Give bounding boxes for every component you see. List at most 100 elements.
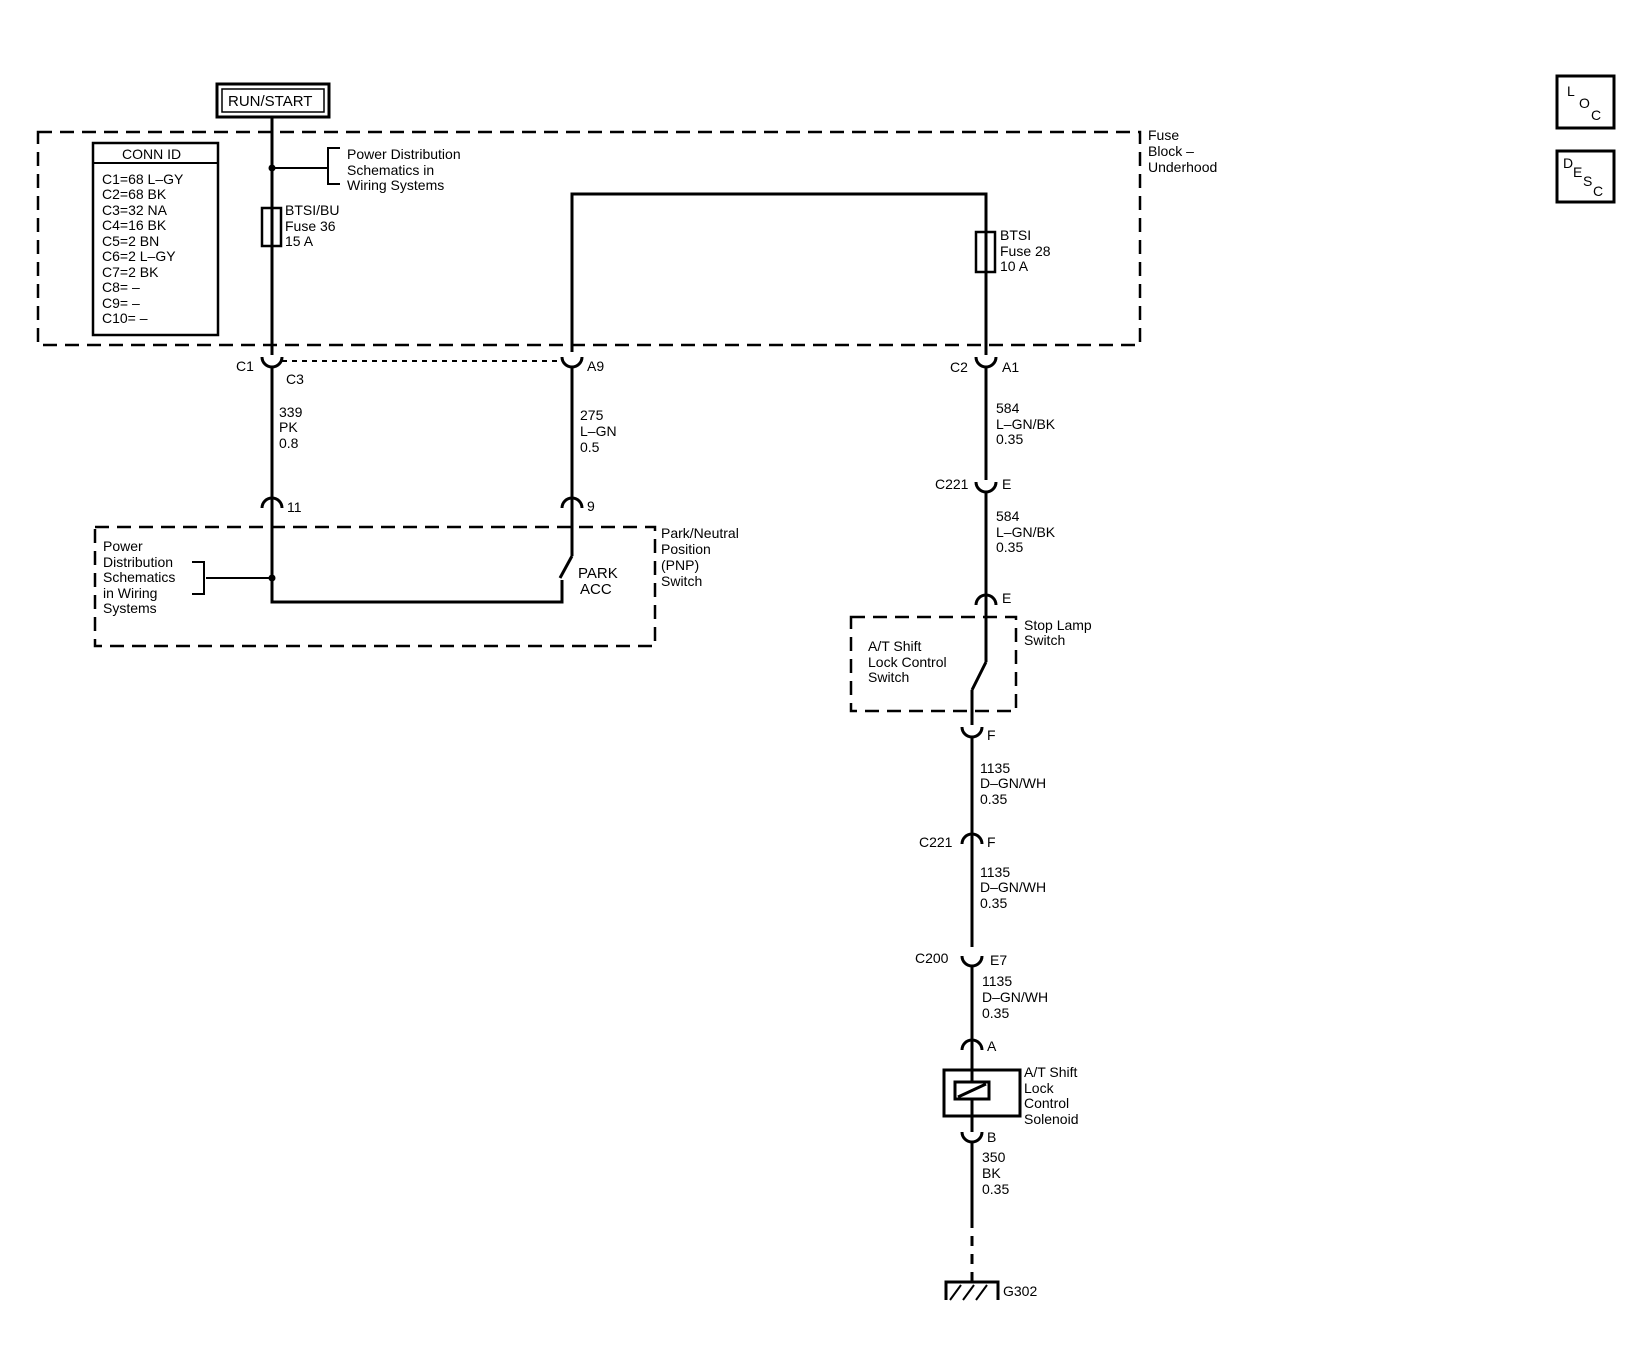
stop-lamp-switch-contact [970,661,988,725]
svg-text:Lock Control: Lock Control [868,654,947,670]
connector-c2-a1: C2 A1 [950,356,1019,480]
svg-text:D: D [1563,155,1573,171]
svg-text:L–GN: L–GN [580,423,617,439]
svg-text:0.35: 0.35 [996,431,1023,447]
conn-id-row: C10= – [102,310,148,326]
circuit-fuse36: Power Distribution Schematics in Wiring … [260,117,461,355]
svg-text:PK: PK [279,419,298,435]
svg-text:Schematics in: Schematics in [347,162,434,178]
wire-1135a-label: 1135 D–GN/WH 0.35 [980,760,1046,807]
svg-text:A/T Shift: A/T Shift [868,638,922,654]
wire-1135b-label: 1135 D–GN/WH 0.35 [980,864,1046,911]
svg-text:Lock: Lock [1024,1080,1055,1096]
wire-584b-label: 584 L–GN/BK 0.35 [996,508,1056,555]
svg-text:E: E [1573,164,1582,180]
svg-text:E: E [1002,590,1011,606]
svg-text:C3: C3 [286,371,304,387]
svg-text:Switch: Switch [868,669,909,685]
conn-id-row: C6=2 L–GY [102,248,176,264]
svg-text:S: S [1583,173,1592,189]
conn-id-row: C9= – [102,295,140,311]
svg-text:0.35: 0.35 [982,1005,1009,1021]
pnp-switch-contact: PARK ACC [192,555,618,604]
fuse-block-label: Fuse Block – Underhood [1148,127,1217,175]
svg-text:E7: E7 [990,952,1007,968]
svg-text:Park/Neutral: Park/Neutral [661,525,739,541]
svg-text:C: C [1591,107,1601,123]
svg-text:D–GN/WH: D–GN/WH [980,775,1046,791]
svg-text:Fuse: Fuse [1148,127,1179,143]
connector-c1-c3: C1 C3 [236,356,304,498]
connector-f-stop-lamp: F [960,726,996,835]
conn-id-table: CONN ID C1=68 L–GY C2=68 BK C3=32 NA C4=… [91,141,220,337]
svg-text:0.5: 0.5 [580,439,600,455]
svg-text:339: 339 [279,404,303,420]
svg-text:L: L [1567,83,1575,99]
svg-text:A1: A1 [1002,359,1019,375]
desc-icon[interactable]: D E S C [1555,149,1616,204]
conn-id-row: C8= – [102,279,140,295]
svg-text:10 A: 10 A [1000,258,1029,274]
connector-e-stop-lamp: E [974,590,1011,662]
svg-text:9: 9 [587,498,595,514]
conn-id-row: C4=16 BK [102,217,167,233]
conn-id-row: C2=68 BK [102,186,167,202]
svg-text:A: A [987,1038,997,1054]
stop-lamp-switch-inner-label: A/T Shift Lock Control Switch [868,638,947,685]
svg-text:0.35: 0.35 [982,1181,1009,1197]
svg-text:F: F [987,727,996,743]
svg-text:Systems: Systems [103,600,157,616]
svg-text:584: 584 [996,400,1020,416]
svg-text:BK: BK [982,1165,1001,1181]
circuit-fuse28-feed: BTSI Fuse 28 10 A [570,192,1051,355]
pds-ref-top-text: Power Distribution [347,146,461,162]
svg-text:F: F [987,834,996,850]
svg-text:Position: Position [661,541,711,557]
svg-text:C2: C2 [950,359,968,375]
svg-text:Block –: Block – [1148,143,1194,159]
connector-c221-e: C221 E [935,476,1011,595]
svg-text:0.35: 0.35 [980,895,1007,911]
wire-350-label: 350 BK 0.35 [982,1149,1009,1197]
conn-id-row: C1=68 L–GY [102,171,184,187]
svg-text:(PNP): (PNP) [661,557,699,573]
svg-text:Fuse 36: Fuse 36 [285,218,336,234]
svg-text:1135: 1135 [982,973,1012,989]
svg-text:B: B [987,1129,996,1145]
ground-label: G302 [1003,1283,1037,1299]
connector-pin-9: 9 [560,496,595,556]
ground-symbol: G302 [944,1272,1037,1301]
loc-icon[interactable]: L O C [1555,74,1616,130]
svg-text:C200: C200 [915,950,949,966]
conn-id-row: C5=2 BN [102,233,159,249]
svg-text:C221: C221 [935,476,969,492]
svg-text:E: E [1002,476,1011,492]
svg-text:A9: A9 [587,358,604,374]
fuse-36-label: BTSI/BU [285,202,339,218]
connector-pin-11: 11 [260,496,302,600]
svg-text:0.35: 0.35 [996,539,1023,555]
pnp-switch-label: Park/Neutral Position (PNP) Switch [661,525,739,589]
svg-text:584: 584 [996,508,1020,524]
svg-text:Switch: Switch [661,573,702,589]
connector-a9: A9 [560,356,604,498]
run-start-text: RUN/START [228,93,312,110]
svg-text:D–GN/WH: D–GN/WH [980,879,1046,895]
conn-id-row: C7=2 BK [102,264,159,280]
wire-275-label: 275 L–GN 0.5 [580,407,617,455]
wire-584a-label: 584 L–GN/BK 0.35 [996,400,1056,447]
svg-text:Distribution: Distribution [103,554,173,570]
stop-lamp-switch-boundary [849,615,1018,713]
svg-text:15 A: 15 A [285,233,314,249]
svg-text:A/T Shift: A/T Shift [1024,1064,1078,1080]
fuse-28-label: BTSI [1000,227,1031,243]
pds-ref-pnp: Power Distribution Schematics in Wiring … [103,538,175,616]
stop-lamp-switch-label: Stop Lamp Switch [1024,617,1092,648]
svg-text:275: 275 [580,407,604,423]
svg-text:350: 350 [982,1149,1006,1165]
svg-text:ACC: ACC [580,581,612,598]
svg-text:Wiring Systems: Wiring Systems [347,177,444,193]
svg-text:C221: C221 [919,834,953,850]
wire-1135c-label: 1135 D–GN/WH 0.35 [982,973,1048,1021]
